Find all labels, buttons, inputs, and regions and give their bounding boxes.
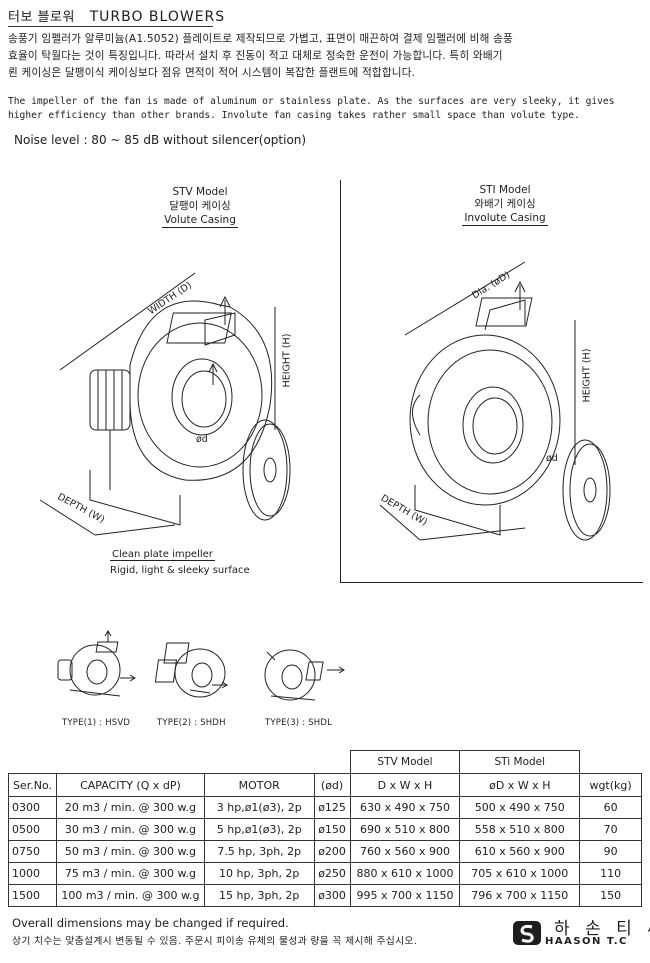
type3-label: TYPE(3) : SHDL	[265, 718, 333, 728]
sti-small-dia-label: ød	[546, 453, 558, 464]
impeller-caption-1: Clean plate impeller	[110, 549, 215, 561]
ser-no-cell: 0300	[8, 796, 57, 819]
table-row: 1000 75 m3 / min. @ 300 w.g 10 hp, 3ph, …	[8, 862, 642, 885]
capacity-cell: 20 m3 / min. @ 300 w.g	[55, 796, 205, 819]
type2-label: TYPE(2) : SHDH	[157, 718, 226, 728]
title-underline	[8, 26, 213, 27]
col-stv-dims: D x W x H	[349, 773, 461, 797]
stv-blower-drawing	[39, 272, 291, 536]
col-capacity: CAPACITY (Q x dP)	[55, 773, 205, 797]
col-ser-no: Ser.No.	[8, 773, 57, 797]
sti-caption: STI Model 와배기 케이싱 Involute Casing	[440, 183, 570, 226]
motor-cell: 7.5 hp, 3ph, 2p	[203, 840, 315, 863]
capacity-cell: 75 m3 / min. @ 300 w.g	[55, 862, 205, 885]
company-logo-icon	[513, 921, 541, 945]
type3-sketch	[264, 649, 345, 701]
stv-caption: STV Model 달팽이 케이싱 Volute Casing	[135, 185, 265, 228]
weight-cell: 150	[579, 884, 642, 907]
col-weight: wgt(kg)	[579, 773, 642, 797]
stv-dims-cell: 760 x 560 x 900	[349, 840, 461, 863]
description-en-line-1: The impeller of the fan is made of alumi…	[8, 96, 615, 107]
description-ko-line-3: 뢴 케이싱은 달팽이식 케이싱보다 점유 면적이 적어 시스템이 복잡한 플랜트…	[8, 67, 416, 79]
table-header-row: Ser.No. CAPACITY (Q x dP) MOTOR (ød) D x…	[8, 773, 642, 797]
sti-blower-drawing	[379, 261, 611, 541]
stv-height-label: HEIGHT (H)	[281, 333, 293, 388]
weight-cell: 70	[579, 818, 642, 841]
stv-model-label: STV Model	[172, 186, 228, 198]
footer-note-ko: 상기 치수는 맞춤설계시 변동될 수 있음. 주문시 피이송 유체의 물성과 량…	[12, 936, 418, 947]
weight-cell: 90	[579, 840, 642, 863]
title-english: TURBO BLOWERS	[89, 9, 226, 25]
sti-dims-cell: 796 x 700 x 1150	[459, 884, 581, 907]
motor-cell: 10 hp, 3ph, 2p	[203, 862, 315, 885]
company-name-ko: 하 손 티 씨	[554, 919, 650, 939]
company-name-en: HAASON T.C	[545, 936, 628, 947]
motor-cell: 15 hp, 3ph, 2p	[203, 884, 315, 907]
ser-no-cell: 0750	[8, 840, 57, 863]
ser-no-cell: 1000	[8, 862, 57, 885]
ser-no-cell: 1500	[8, 884, 57, 907]
spec-table: STV Model STi Model Ser.No. CAPACITY (Q …	[8, 750, 642, 907]
weight-cell: 110	[579, 862, 642, 885]
type2-sketch	[154, 642, 228, 698]
motor-cell: 5 hp,ø1(ø3), 2p	[203, 818, 315, 841]
motor-cell: 3 hp,ø1(ø3), 2p	[203, 796, 315, 819]
stv-dims-cell: 880 x 610 x 1000	[349, 862, 461, 885]
sti-name-ko: 와배기 케이싱	[474, 198, 536, 210]
weight-cell: 60	[579, 796, 642, 819]
col-sti-dims: øD x W x H	[459, 773, 581, 797]
stv-dims-cell: 690 x 510 x 800	[349, 818, 461, 841]
table-row: 1500 100 m3 / min. @ 300 w.g 15 hp, 3ph,…	[8, 884, 642, 907]
stv-name-ko: 달팽이 케이싱	[169, 200, 231, 212]
sti-name-en: Involute Casing	[462, 212, 548, 226]
sti-frame	[340, 180, 643, 583]
type1-sketch	[57, 630, 136, 697]
description-ko-line-2: 효율이 탁월다는 것이 특징입니다. 따라서 설치 후 진동이 적고 대체로 정…	[8, 50, 503, 62]
col-dia: (ød)	[313, 773, 351, 797]
dia-cell: ø125	[313, 796, 351, 819]
capacity-cell: 100 m3 / min. @ 300 w.g	[55, 884, 205, 907]
stv-dia-label: ød	[196, 434, 208, 445]
sti-dims-cell: 500 x 490 x 750	[459, 796, 581, 819]
col-motor: MOTOR	[203, 773, 315, 797]
title-korean: 터보 블로워	[8, 10, 75, 25]
table-row: 0750 50 m3 / min. @ 300 w.g 7.5 hp, 3ph,…	[8, 840, 642, 863]
group-sti: STi Model	[459, 750, 581, 774]
impeller-caption-2: Rigid, light & sleeky surface	[110, 565, 250, 576]
dia-cell: ø300	[313, 884, 351, 907]
dia-cell: ø200	[313, 840, 351, 863]
type1-label: TYPE(1) : HSVD	[62, 718, 131, 728]
sti-dims-cell: 705 x 610 x 1000	[459, 862, 581, 885]
sti-height-label: HEIGHT (H)	[581, 348, 593, 403]
stv-name-en: Volute Casing	[162, 214, 238, 228]
description-ko-line-1: 송풍기 임펠러가 알루미늄(A1.5052) 플레이트로 제작되므로 가볍고, …	[8, 33, 513, 45]
description-en-line-2: higher efficiency than other brands. Inv…	[8, 110, 580, 121]
stv-dims-cell: 630 x 490 x 750	[349, 796, 461, 819]
stv-dims-cell: 995 x 700 x 1150	[349, 884, 461, 907]
dia-cell: ø150	[313, 818, 351, 841]
group-stv: STV Model	[349, 750, 461, 774]
sti-model-label: STI Model	[479, 184, 531, 196]
table-row: 0500 30 m3 / min. @ 300 w.g 5 hp,ø1(ø3),…	[8, 818, 642, 841]
dia-cell: ø250	[313, 862, 351, 885]
table-row: 0300 20 m3 / min. @ 300 w.g 3 hp,ø1(ø3),…	[8, 796, 642, 819]
sti-dims-cell: 558 x 510 x 800	[459, 818, 581, 841]
page-title: 터보 블로워 TURBO BLOWERS	[8, 6, 225, 25]
sti-dims-cell: 610 x 560 x 900	[459, 840, 581, 863]
capacity-cell: 50 m3 / min. @ 300 w.g	[55, 840, 205, 863]
footer-note-en: Overall dimensions may be changed if req…	[12, 916, 289, 930]
noise-level: Noise level : 80 ~ 85 dB without silence…	[14, 133, 307, 147]
capacity-cell: 30 m3 / min. @ 300 w.g	[55, 818, 205, 841]
table-group-row: STV Model STi Model	[8, 750, 642, 774]
ser-no-cell: 0500	[8, 818, 57, 841]
